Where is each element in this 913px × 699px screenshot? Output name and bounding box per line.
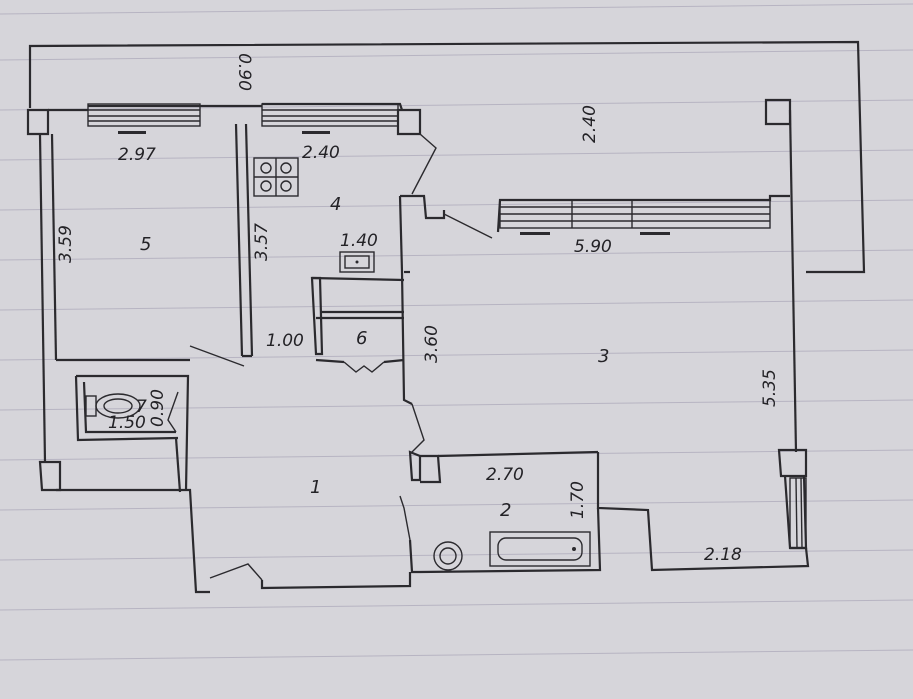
doors	[167, 133, 493, 581]
dim-hall-opening: 1.00	[266, 331, 304, 351]
sink-icon	[339, 251, 375, 273]
dim-partition-length: 3.60	[422, 325, 442, 363]
dim-bath-width: 2.70	[486, 465, 524, 485]
dimension-labels: 0.90 2.40 2.97 3.59 2.40 3.57 1.40 5.90 …	[56, 53, 780, 565]
balcony-outline	[28, 40, 866, 274]
dim-wc-width: 1.50	[108, 413, 146, 433]
dim-wc-depth: 0.90	[148, 389, 168, 427]
bathtub-icon	[489, 531, 591, 567]
dim-room3-bottom: 2.18	[704, 545, 742, 565]
stove-icon	[253, 157, 299, 197]
dim-kitchen-width: 2.40	[302, 143, 340, 163]
dim-bath-depth: 1.70	[568, 481, 588, 519]
room-label-1: 1	[310, 477, 321, 498]
room-label-6: 6	[356, 328, 367, 349]
room-label-3: 3	[598, 346, 609, 367]
room-label-7: 7	[136, 397, 147, 417]
dim-room5-width: 2.97	[118, 145, 156, 165]
room-label-2: 2	[500, 500, 511, 521]
room-label-5: 5	[140, 234, 151, 255]
dim-kitchen-niche: 1.40	[340, 231, 378, 251]
dim-balcony-depth: 0.90	[234, 53, 254, 91]
toilet-icon	[85, 393, 141, 419]
dim-room3-width: 5.90	[574, 237, 612, 257]
interior-walls	[56, 123, 790, 574]
room-label-4: 4	[330, 194, 341, 215]
dim-room5-length: 3.59	[56, 225, 76, 263]
dim-kitchen-length: 3.57	[252, 223, 272, 261]
dim-room3-length: 5.35	[760, 369, 780, 407]
washbasin-icon	[433, 541, 463, 571]
dim-balcony-length: 2.40	[580, 105, 600, 143]
room-numbers: 1 2 3 4 5 6 7	[136, 194, 609, 521]
